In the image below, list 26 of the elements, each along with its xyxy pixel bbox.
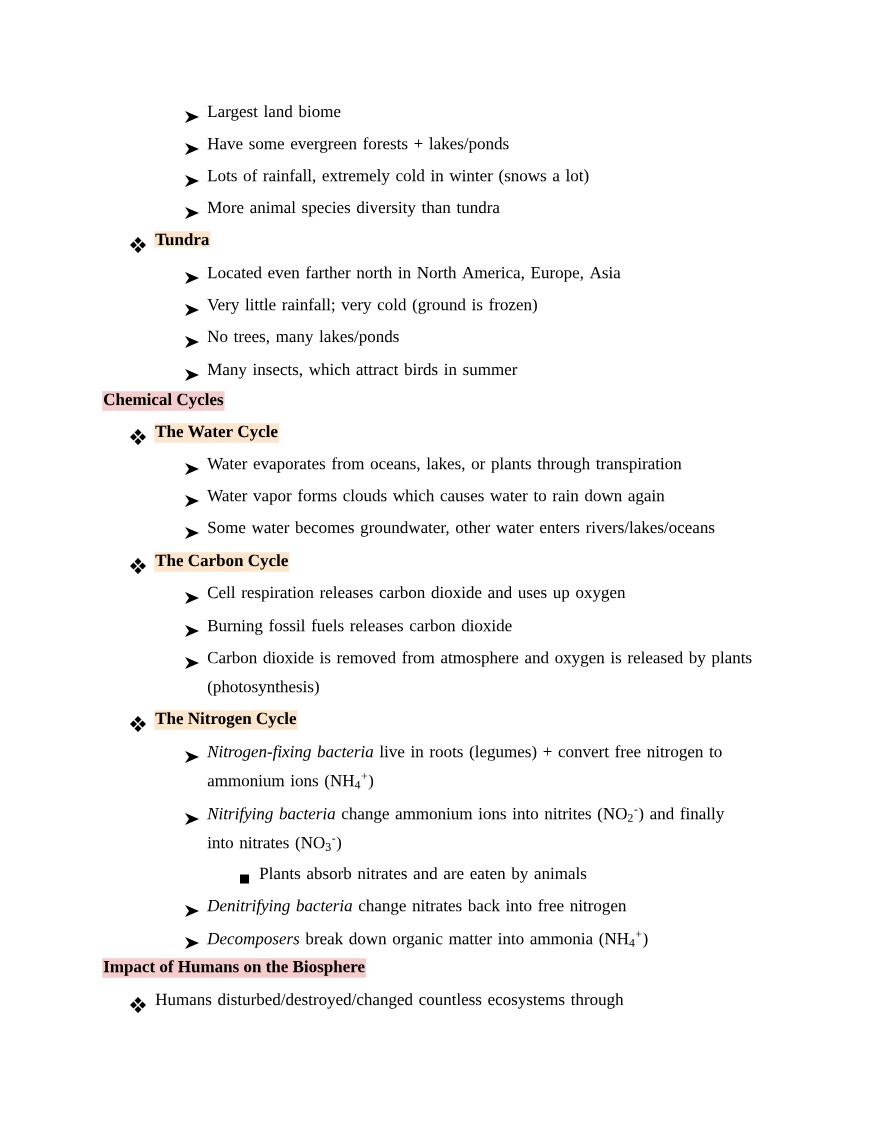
bullet-text: Largest land biome [207,105,341,121]
bullet-text: Nitrogen-fixing bacteria live in roots (legumes) + convert free nitrogen to ammonium ions (NH$_{4}$$^{+}$) [207,745,722,790]
bullet-text: Water evaporates from oceans, lakes, or plants through transpiration [207,457,682,473]
bullet-text: Some water becomes groundwater, other water enters rivers/lakes/oceans [208,521,715,537]
highlighted-heading: The Nitrogen Cycle [154,710,298,730]
bullet-text: Many insects, which attract birds in summer [207,363,518,379]
bullet-text: Humans disturbed/destroyed/changed countless ecosystems through [155,993,624,1009]
highlighted-heading: Chemical Cycles [102,391,225,411]
bullet-text: No trees, many lakes/ponds [207,330,399,346]
bullet-text: Very little rainfall; very cold (ground is frozen) [207,298,537,314]
bullet-text: Lots of rainfall, extremely cold in winter (snows a lot) [207,169,589,185]
highlighted-heading: Impact of Humans on the Biosphere [102,958,366,978]
bullet-text: Carbon dioxide is removed from atmosphere and oxygen is released by plants (photosynthesis) [207,651,752,696]
bullet-text: Denitrifying bacteria change nitrates back into free nitrogen [207,899,627,915]
bullet-text: Water vapor forms clouds which causes water to rain down again [207,489,665,505]
bullet-text: More animal species diversity than tundra [207,201,500,217]
bullet-text: Plants absorb nitrates and are eaten by animals [259,867,587,883]
bullet-text: Have some evergreen forests + lakes/ponds [207,137,509,153]
bullet-text: Located even farther north in North America, Europe, Asia [207,266,621,282]
bullet-text: Burning fossil fuels releases carbon dioxide [207,619,512,635]
bullet-text: Nitrifying bacteria change ammonium ions into nitrites (NO$_{2}$$^{-}$) and finally into nitrates (NO$_{3}$$^{-}$) [207,807,725,852]
highlighted-heading: The Water Cycle [154,423,279,443]
highlighted-heading: Tundra [154,231,211,248]
bullet-text: Decomposers break down organic matter into ammonia (NH$_{4}$$^{+}$) [207,931,648,948]
highlighted-heading: The Carbon Cycle [154,552,290,572]
bullet-text: Cell respiration releases carbon dioxide and uses up oxygen [207,586,626,602]
